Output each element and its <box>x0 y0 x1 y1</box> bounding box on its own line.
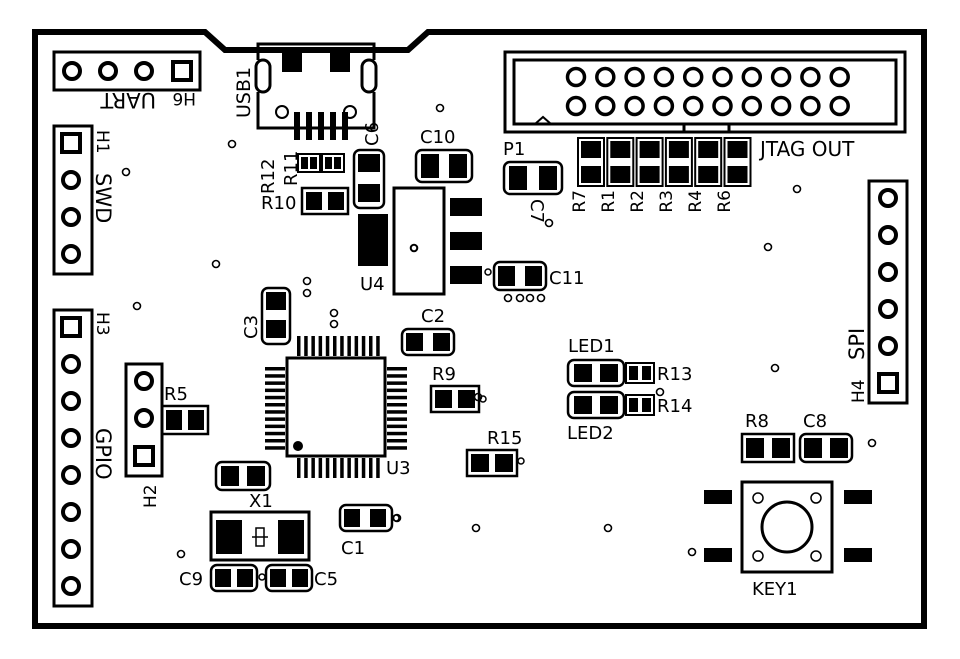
header-h1-swd <box>52 124 94 276</box>
resistor-r10 <box>300 186 350 216</box>
capacitor-c5 <box>264 563 314 593</box>
label-h3: H3 <box>92 312 112 336</box>
label-r10: R10 <box>261 193 296 214</box>
label-c1: C1 <box>341 538 365 559</box>
capacitor-x1-top <box>214 460 272 492</box>
led-led1 <box>566 358 626 388</box>
header-h4-spi <box>867 179 909 405</box>
board-outline <box>32 29 927 629</box>
label-r11: R11 <box>281 151 302 186</box>
label-c11: C11 <box>549 268 584 289</box>
label-usb1: USB1 <box>233 67 255 118</box>
resistor-r8 <box>740 432 796 464</box>
label-c9: C9 <box>179 569 203 590</box>
switch-key1 <box>704 480 872 574</box>
capacitor-c11 <box>484 260 548 292</box>
capacitor-c6 <box>352 148 386 210</box>
label-r6: R6 <box>715 190 735 213</box>
label-c6: C6 <box>362 122 383 146</box>
ic-u3 <box>265 336 407 478</box>
label-swd: SWD <box>91 173 115 223</box>
resistor-r11 <box>321 153 345 173</box>
resistor-r12 <box>297 153 321 173</box>
label-c10: C10 <box>420 127 455 148</box>
header-h6-uart <box>52 50 202 92</box>
capacitor-c8 <box>798 432 854 464</box>
label-r7: R7 <box>570 190 590 213</box>
label-c5: C5 <box>314 569 338 590</box>
label-x1: X1 <box>249 491 273 512</box>
resistor-r14 <box>625 394 655 416</box>
label-r2: R2 <box>628 190 648 213</box>
label-u4: U4 <box>360 274 385 295</box>
label-led1: LED1 <box>568 336 615 357</box>
label-spi: SPI <box>845 328 869 360</box>
label-h1: H1 <box>92 130 112 154</box>
header-h3-gpio <box>52 308 94 608</box>
capacitor-c3 <box>260 286 292 346</box>
label-h2: H2 <box>141 484 161 508</box>
label-r1: R1 <box>599 190 619 213</box>
label-jtag-out: JTAG OUT <box>758 137 855 161</box>
capacitor-c7 <box>502 160 564 196</box>
label-p1: P1 <box>503 139 525 160</box>
label-h4: H4 <box>849 379 869 403</box>
label-r9: R9 <box>432 364 456 385</box>
capacitor-c10 <box>414 148 474 184</box>
led-led2 <box>566 390 626 420</box>
capacitor-c2 <box>400 327 456 357</box>
label-r15: R15 <box>487 428 522 449</box>
label-c8: C8 <box>803 411 827 432</box>
label-r13: R13 <box>657 364 692 385</box>
capacitor-c1 <box>338 503 400 533</box>
label-u3: U3 <box>386 458 411 479</box>
label-r14: R14 <box>657 396 692 417</box>
vias <box>121 103 877 559</box>
connector-jtag <box>503 50 907 134</box>
label-r8: R8 <box>745 411 769 432</box>
header-h2 <box>124 362 164 478</box>
resistor-array-jtag <box>577 137 752 187</box>
label-uart: UART <box>100 88 156 112</box>
label-key1: KEY1 <box>752 579 798 600</box>
label-gpio: GPIO <box>91 428 115 480</box>
label-c2: C2 <box>421 306 445 327</box>
resistor-r9 <box>429 384 487 414</box>
label-h6: H6 <box>172 88 196 108</box>
label-r3: R3 <box>657 190 677 213</box>
label-r12: R12 <box>258 159 279 194</box>
resistor-r13 <box>625 362 655 384</box>
usb1-connector <box>254 42 378 140</box>
label-r4: R4 <box>686 190 706 213</box>
crystal-x1 <box>209 510 311 562</box>
resistor-r5 <box>160 404 210 436</box>
capacitor-c9 <box>209 563 259 593</box>
label-c3: C3 <box>241 315 262 339</box>
resistor-r15 <box>465 448 525 478</box>
label-led2: LED2 <box>567 423 614 444</box>
label-c7: C7 <box>526 199 547 223</box>
label-r5: R5 <box>164 384 188 405</box>
